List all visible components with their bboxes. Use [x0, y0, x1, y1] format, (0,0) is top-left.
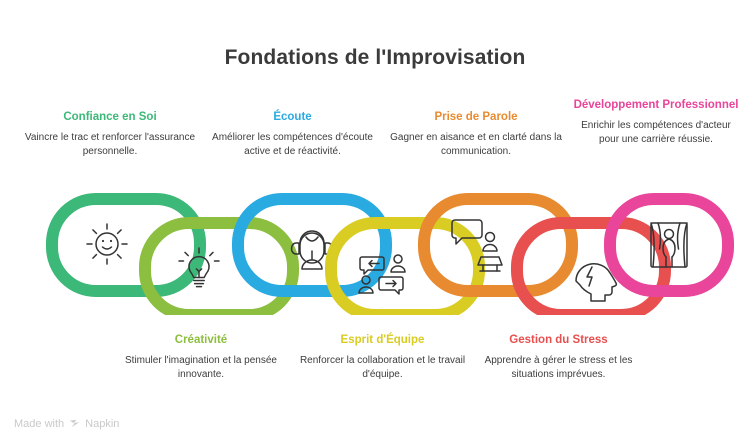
chain-link-gestion-du-stress[interactable] — [511, 217, 671, 315]
lightbulb-icon — [178, 247, 220, 288]
head-lightning-icon — [575, 263, 618, 302]
chain-graphic — [46, 193, 734, 315]
page-title: Fondations de l'Improvisation — [224, 46, 526, 69]
chain-link-confiance-en-soi[interactable] — [46, 193, 206, 297]
caption-title: Prise de Parole — [434, 111, 518, 123]
watermark-brand: Napkin — [85, 417, 120, 430]
caption-description: Améliorer les compétences d'écoute activ… — [212, 132, 373, 157]
caption-description: Enrichir les compétences d'acteur pour u… — [581, 120, 731, 145]
napkin-logo-icon — [68, 417, 81, 430]
link-ring — [325, 217, 485, 315]
caption-gestion-du-stress: Gestion du Stress Apprendre à gérer le s… — [477, 333, 640, 381]
caption-title: Confiance en Soi — [63, 111, 157, 123]
smiling-sun-icon — [86, 223, 128, 265]
caption-prise-de-parole: Prise de Parole Gagner en aisance et en … — [390, 110, 562, 158]
stage-curtains-person-icon — [650, 222, 688, 268]
caption-description: Apprendre à gérer le stress et les situa… — [484, 355, 633, 380]
watermark: Made with Napkin — [14, 417, 119, 430]
caption-description: Gagner en aisance et en clarté dans la c… — [390, 132, 562, 157]
caption-title: Écoute — [273, 111, 312, 123]
caption-description: Vaincre le trac et renforcer l'assurance… — [24, 132, 196, 157]
link-ring — [46, 193, 206, 297]
link-ring — [604, 193, 734, 297]
chain-link-creativite[interactable] — [139, 217, 299, 315]
caption-developpement-professionnel: Développement Professionnel Enrichir les… — [570, 98, 742, 146]
caption-description: Renforcer la collaboration et le travail… — [299, 355, 466, 380]
two-people-speech-bubbles-icon — [358, 254, 406, 295]
link-ring — [418, 193, 578, 297]
caption-confiance-en-soi: Confiance en Soi Vaincre le trac et renf… — [22, 110, 198, 158]
caption-description: Stimuler l'imagination et la pensée inno… — [125, 355, 277, 380]
caption-title: Créativité — [174, 334, 228, 346]
caption-title: Gestion du Stress — [509, 334, 608, 346]
link-ring — [511, 217, 671, 315]
speaker-podium-icon — [451, 219, 503, 272]
caption-creativite: Créativité Stimuler l'imagination et la … — [115, 333, 287, 381]
caption-title: Développement Professionnel — [573, 99, 739, 111]
link-ring — [139, 217, 299, 315]
chain-link-prise-de-parole[interactable] — [418, 193, 578, 297]
caption-esprit-dequipe: Esprit d'Équipe Renforcer la collaborati… — [295, 333, 470, 381]
watermark-made-with: Made with — [14, 417, 65, 430]
link-ring — [232, 193, 392, 297]
caption-ecoute: Écoute Améliorer les compétences d'écout… — [210, 110, 375, 158]
chain-link-developpement-professionnel[interactable] — [604, 193, 734, 297]
chain-link-esprit-dequipe[interactable] — [325, 217, 485, 315]
caption-title: Esprit d'Équipe — [340, 334, 425, 346]
